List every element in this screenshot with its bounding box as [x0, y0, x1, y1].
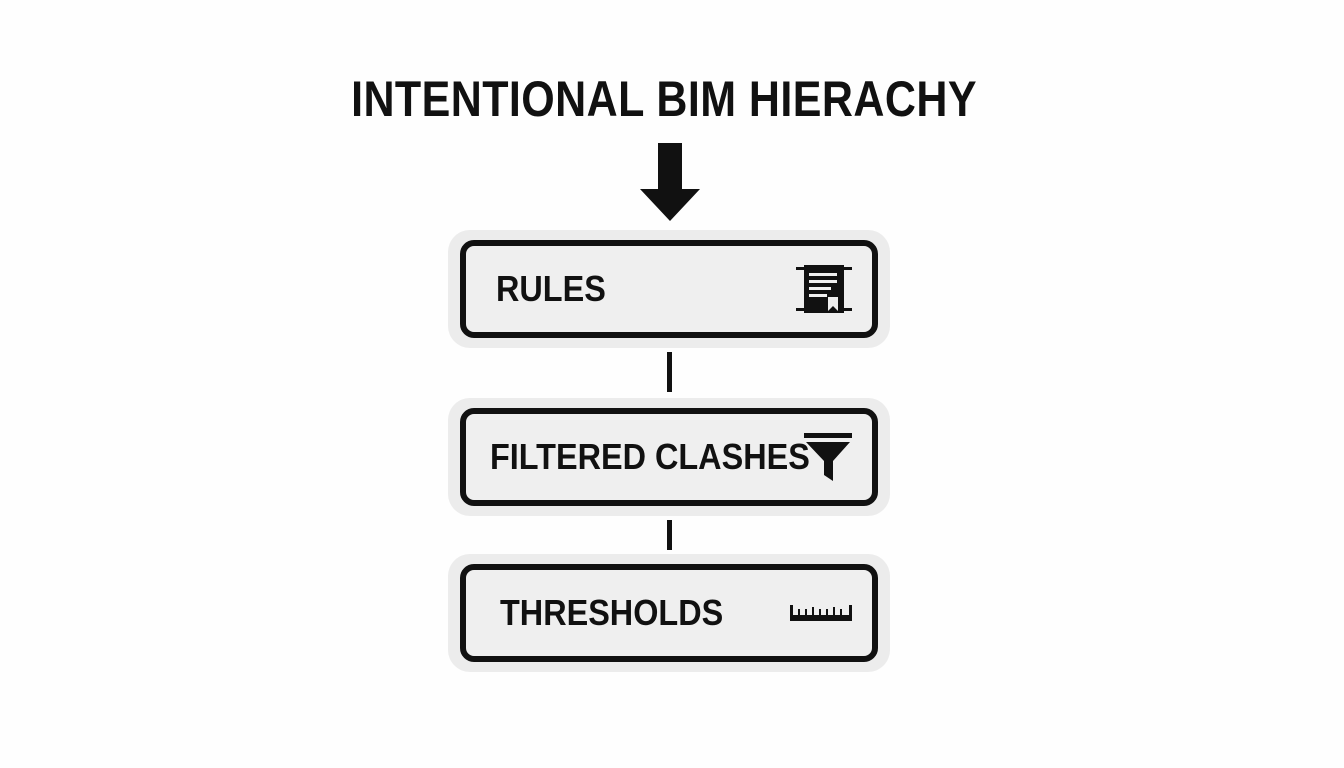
- document-ribbon-icon: [796, 265, 852, 313]
- rules-box: RULES: [460, 240, 878, 338]
- connector-line: [667, 352, 672, 392]
- rules-label: RULES: [496, 268, 606, 309]
- down-arrow-icon: [640, 143, 700, 221]
- filtered-clashes-box: FILTERED CLASHES: [460, 408, 878, 506]
- ruler-icon: [790, 605, 852, 621]
- funnel-filter-icon: [804, 433, 852, 481]
- thresholds-label: THRESHOLDS: [500, 592, 724, 633]
- thresholds-node: THRESHOLDS: [448, 554, 890, 672]
- filtered-clashes-label: FILTERED CLASHES: [490, 436, 810, 477]
- connector-line: [667, 520, 672, 550]
- thresholds-box: THRESHOLDS: [460, 564, 878, 662]
- rules-node: RULES: [448, 230, 890, 348]
- diagram-title: INTENTIONAL BIM HIERACHY: [351, 71, 977, 127]
- filtered-clashes-node: FILTERED CLASHES: [448, 398, 890, 516]
